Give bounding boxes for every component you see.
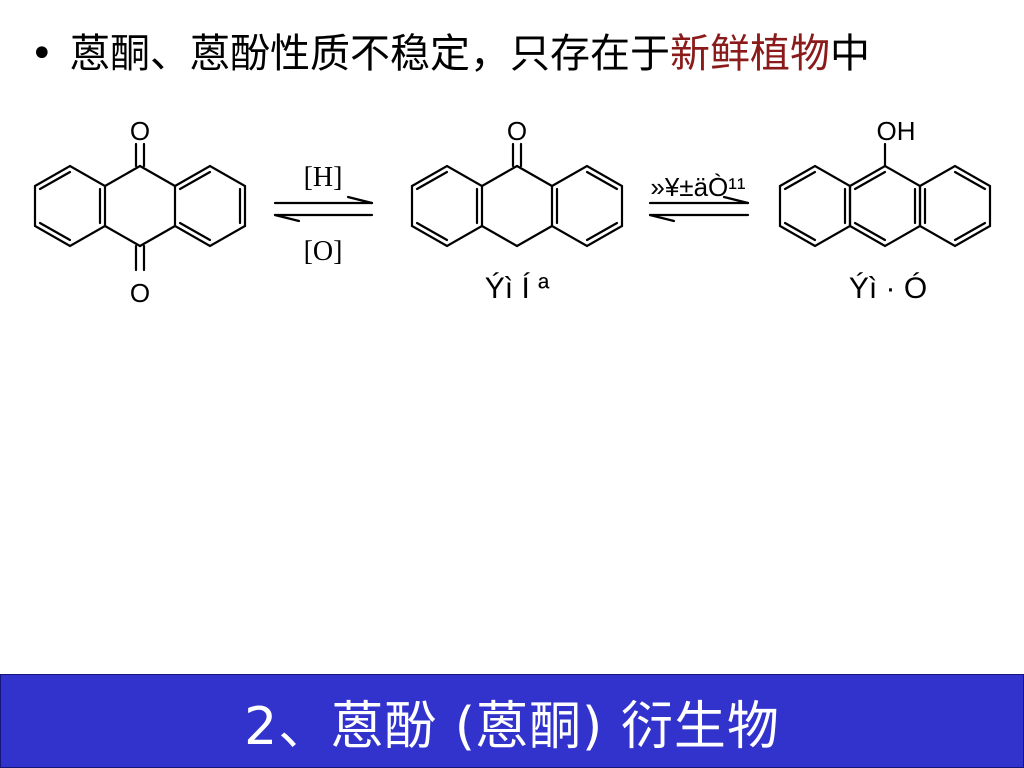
anthrone-structure	[410, 142, 624, 248]
arrow2-top-label: »¥±äÒ¹¹	[650, 172, 746, 202]
atom-o-top-2: O	[507, 116, 527, 146]
footer-banner: 2、蒽酚 (蒽酮) 衍生物	[0, 674, 1024, 768]
bullet-text: 蒽酮、蒽酚性质不稳定，只存在于	[70, 31, 670, 77]
footer-title: 2、蒽酚 (蒽酮) 衍生物	[244, 696, 780, 757]
reaction-scheme: O O O OH [H] [O] »¥±äÒ¹¹ Ýì Í ª Ýì · Ó	[33, 116, 992, 308]
atom-oh: OH	[877, 116, 916, 146]
highlight-text: 新鲜植物	[670, 31, 830, 77]
anthranol-structure	[778, 142, 992, 248]
anthranol-caption: Ýì · Ó	[849, 272, 927, 305]
atom-o-top-1: O	[130, 116, 150, 146]
atom-o-bottom-1: O	[130, 278, 150, 308]
arrow1-top-label: [H]	[304, 162, 343, 193]
anthrone-caption: Ýì Í ª	[485, 272, 550, 305]
equilibrium-arrow-1	[273, 195, 374, 223]
bullet-text-end: 中	[830, 31, 870, 77]
bullet-dot: •	[30, 31, 54, 77]
bullet-line: • 蒽酮、蒽酚性质不稳定，只存在于新鲜植物中	[30, 26, 870, 82]
equilibrium-arrow-2	[648, 195, 750, 223]
arrow1-bottom-label: [O]	[304, 236, 343, 267]
anthraquinone-structure	[33, 142, 247, 272]
